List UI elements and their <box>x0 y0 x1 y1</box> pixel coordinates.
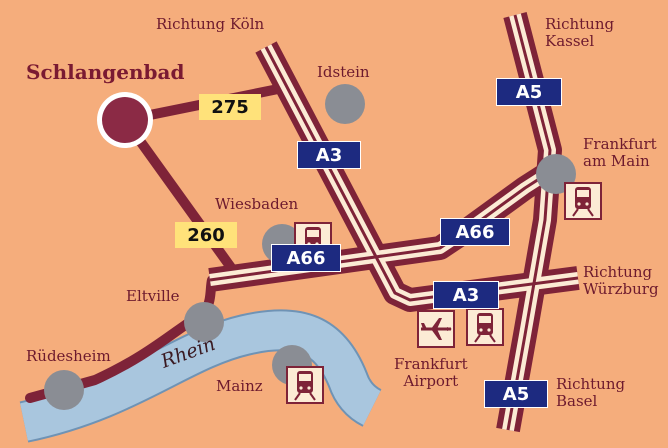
a3-north-sign: A3 <box>297 141 361 169</box>
ruedesheim-label: Rüdesheim <box>26 347 111 365</box>
a3-east-sign: A3 <box>433 281 499 309</box>
airport-train-icon <box>466 308 504 346</box>
direction-wuerzburg-line1: Richtung <box>583 263 653 281</box>
wiesbaden-label: Wiesbaden <box>215 195 299 213</box>
direction-kassel: Richtung Kassel <box>545 16 614 50</box>
a66-east-sign: A66 <box>440 218 510 246</box>
direction-kassel-line1: Richtung <box>545 15 615 33</box>
direction-koeln: Richtung Köln <box>156 15 265 33</box>
frankfurt-label: Frankfurt am Main <box>583 136 657 170</box>
direction-wuerzburg-line2: Würzburg <box>583 280 659 298</box>
b275-sign: 275 <box>199 94 261 120</box>
frankfurt-label-line2: am Main <box>583 152 650 170</box>
eltville-label: Eltville <box>126 287 180 305</box>
direction-wuerzburg: Richtung Würzburg <box>583 264 659 298</box>
idstein-dot <box>325 84 365 124</box>
airport-label-line1: Frankfurt <box>394 355 468 373</box>
airplane-icon <box>417 310 455 348</box>
direction-basel-line1: Richtung <box>556 375 626 393</box>
direction-kassel-line2: Kassel <box>545 32 595 50</box>
frankfurt-train-icon <box>564 182 602 220</box>
mainz-label: Mainz <box>216 377 263 395</box>
eltville-dot <box>184 302 224 342</box>
ruedesheim-dot <box>44 370 84 410</box>
a66-west-sign: A66 <box>271 244 341 272</box>
a5-south-sign: A5 <box>484 380 548 408</box>
airport-label: Frankfurt Airport <box>394 356 468 390</box>
idstein-label: Idstein <box>317 63 370 81</box>
schlangenbad-label: Schlangenbad <box>26 60 185 84</box>
mainz-train-icon <box>286 366 324 404</box>
direction-basel-line2: Basel <box>556 392 598 410</box>
direction-basel: Richtung Basel <box>556 376 625 410</box>
city-dots <box>44 84 576 410</box>
airport-label-line2: Airport <box>403 372 459 390</box>
b260-sign: 260 <box>175 222 237 248</box>
a5-north-sign: A5 <box>496 78 562 106</box>
frankfurt-label-line1: Frankfurt <box>583 135 657 153</box>
